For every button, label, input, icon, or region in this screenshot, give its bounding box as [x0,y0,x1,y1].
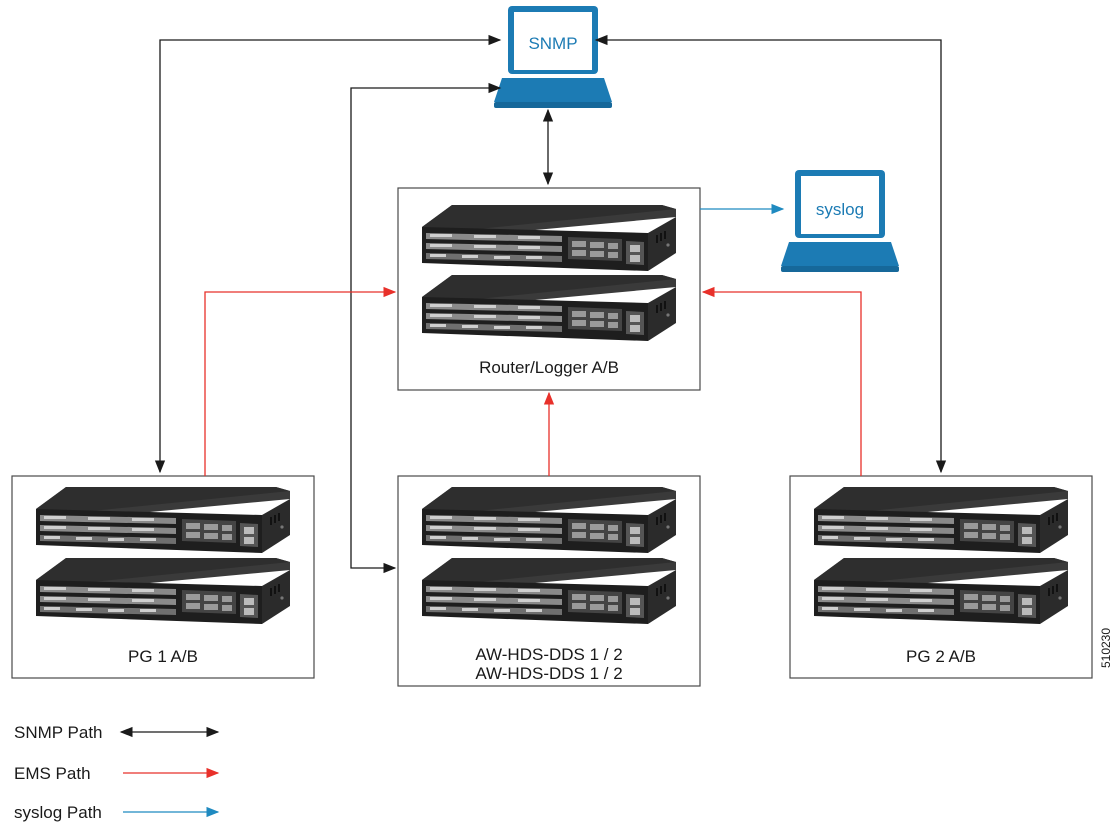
figure-id: 510230 [1099,628,1113,668]
snmp-pg1-path [154,34,502,474]
router-logger-label: Router/Logger A/B [479,358,619,377]
ems-paths [204,286,862,476]
legend: SNMP Path EMS Path syslog Path [14,723,220,822]
ems-pg2-path [701,286,862,476]
ems-pg1-path [204,286,397,476]
snmp-pg2-path [594,34,947,474]
snmp-laptop-icon: SNMP [494,6,612,108]
legend-snmp-label: SNMP Path [14,723,103,742]
syslog-label: syslog [816,200,864,219]
syslog-laptop-icon: syslog [781,170,899,272]
legend-ems-label: EMS Path [14,764,91,783]
pg2-label: PG 2 A/B [906,647,976,666]
snmp-label: SNMP [528,34,577,53]
legend-syslog-label: syslog Path [14,803,102,822]
aw-hds-dds-label-1: AW-HDS-DDS 1 / 2 [475,645,622,664]
aw-hds-dds-label-2: AW-HDS-DDS 1 / 2 [475,664,622,683]
pg1-label: PG 1 A/B [128,647,198,666]
snmp-paths [154,34,947,574]
snmp-aw-path [350,82,502,574]
